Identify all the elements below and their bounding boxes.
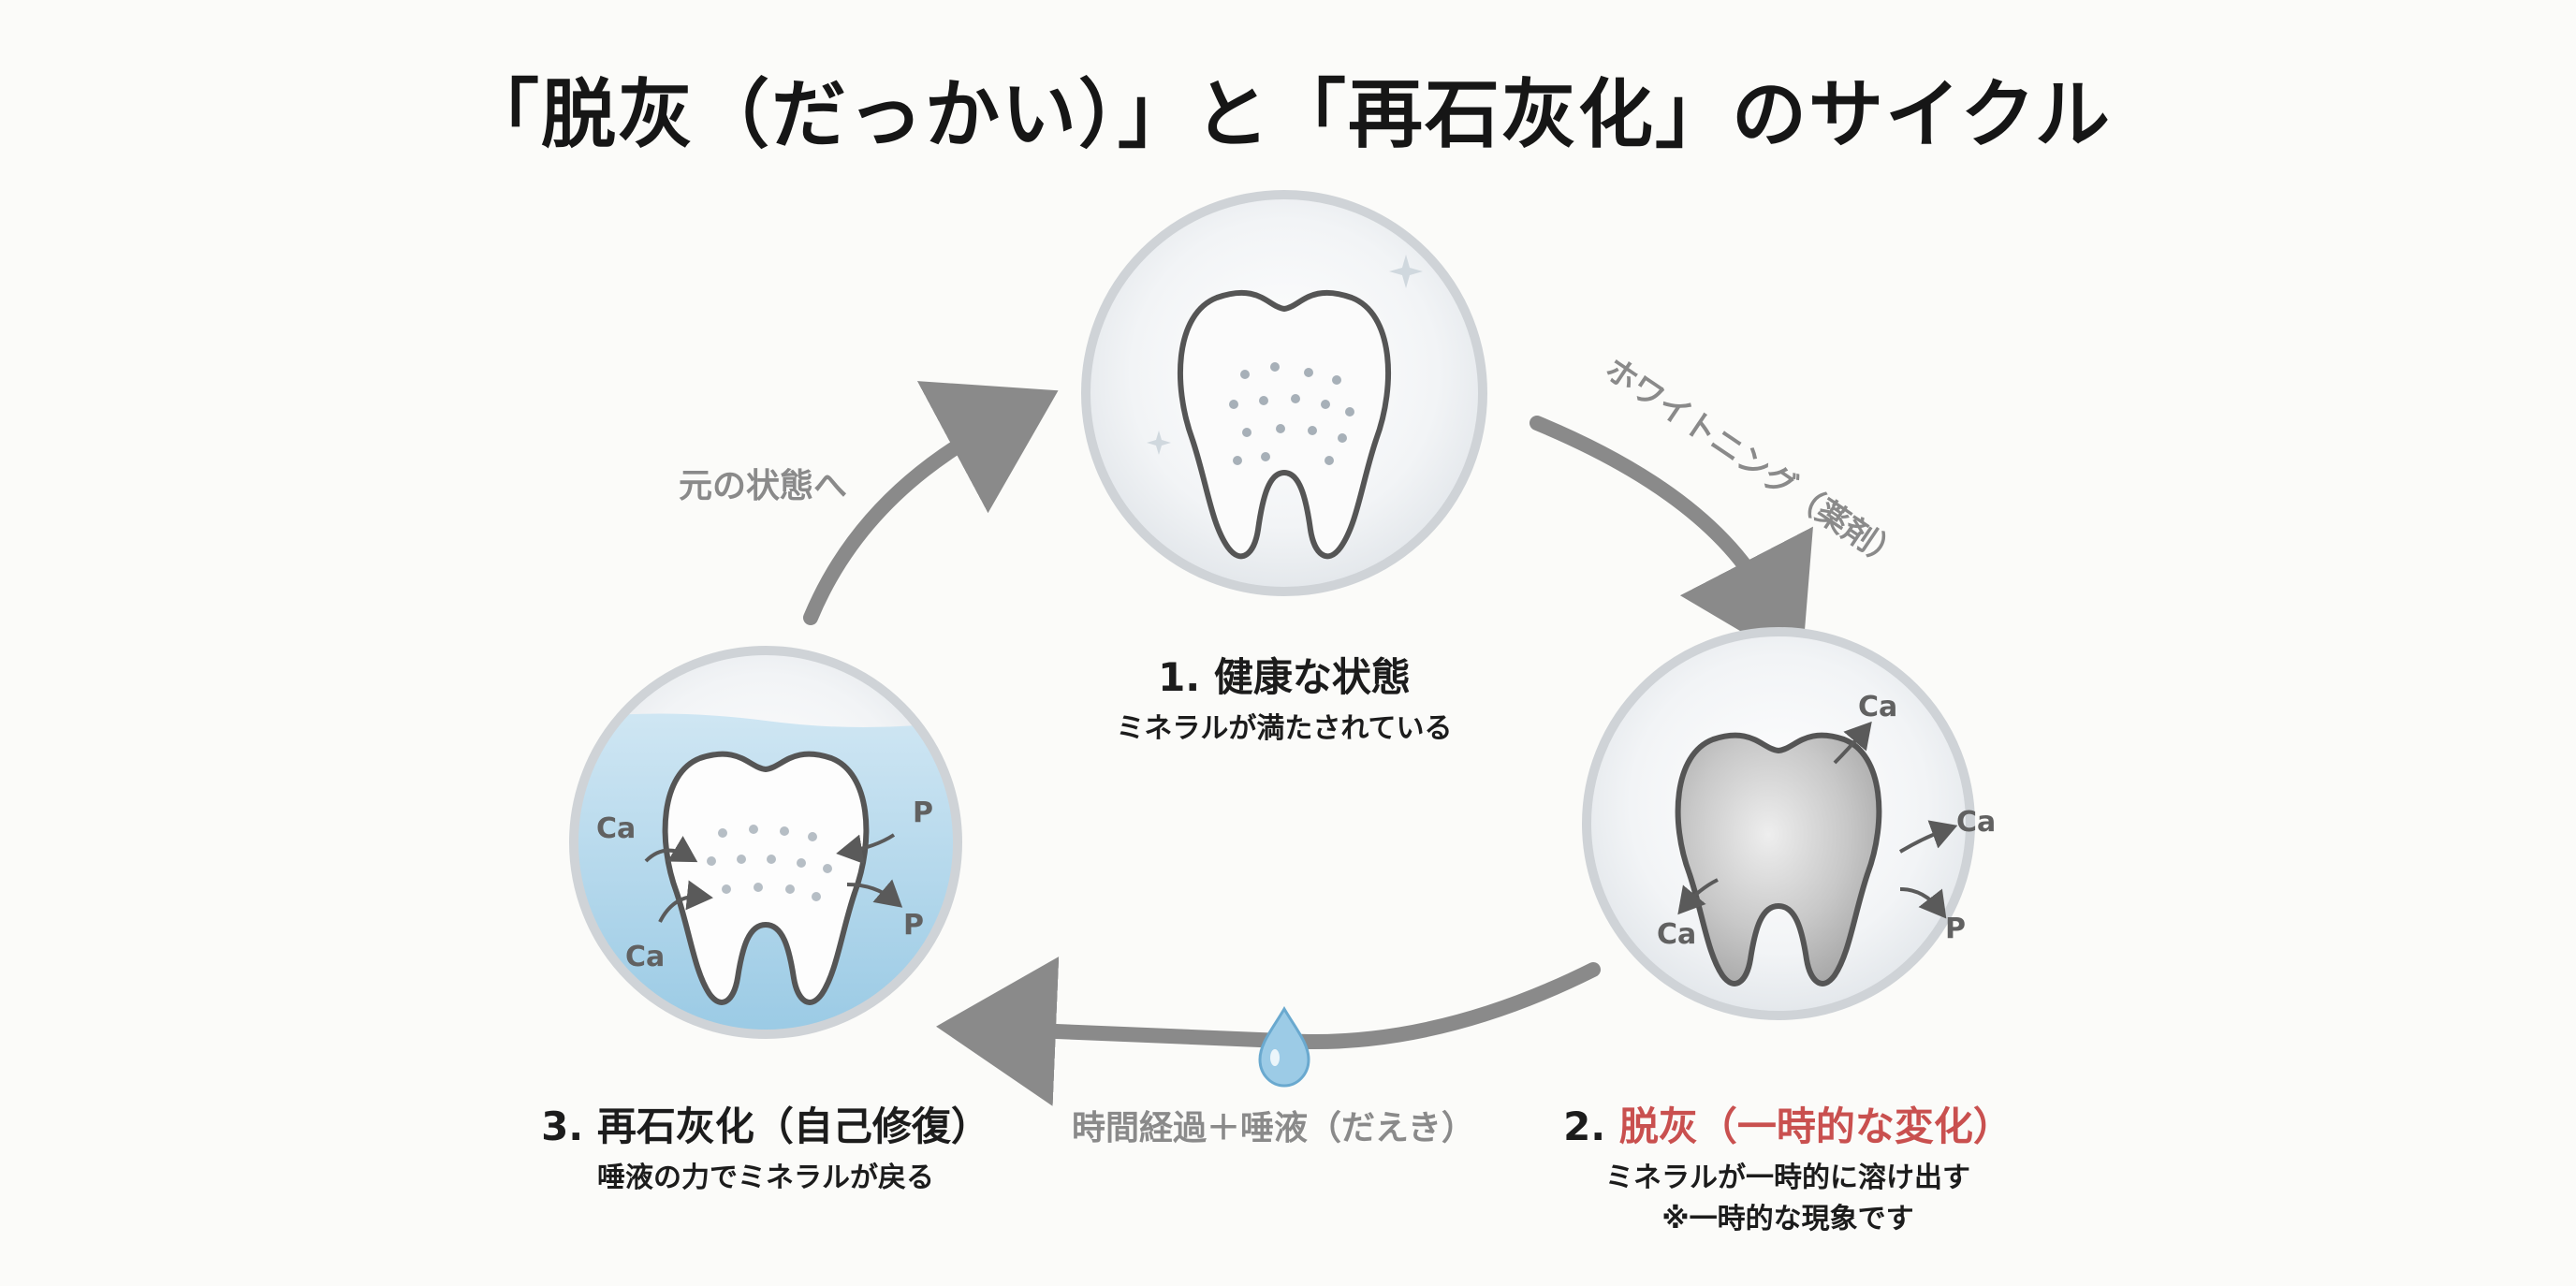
stage-2-desc: ミネラルが一時的に溶け出す — [1605, 1162, 1970, 1194]
page-title: 「脱灰（だっかい）」と「再石灰化」のサイクル — [464, 71, 2112, 158]
stage-3-title: 3. 再石灰化（自己修復） — [541, 1103, 990, 1149]
sparkle-icon — [1147, 431, 1171, 455]
stage-demineralization-illustration: Ca Ca P Ca — [1582, 627, 1996, 1020]
flow-label-time-saliva: 時間経過＋唾液（だえき） — [1072, 1109, 1475, 1147]
remineralized-tooth-icon — [662, 751, 870, 1005]
stage-2-label: 2. 脱灰（一時的な変化） ミネラルが一時的に溶け出す ※一時的な現象です — [1516, 1095, 2059, 1240]
ion-in-arrow — [658, 880, 713, 923]
saliva-drop-icon — [1258, 1006, 1310, 1088]
stage-1-label: 1. 健康な状態 ミネラルが満たされている — [1050, 646, 1518, 750]
arrow-whitening — [1530, 416, 1813, 668]
ion-ca-label: Ca — [1956, 806, 1996, 839]
ion-out-arrow — [1833, 721, 1872, 765]
stage-1-title: 1. 健康な状態 — [1158, 654, 1411, 700]
ion-out-arrow — [1898, 820, 1958, 854]
flow-label-whitening: ホワイトニング（薬剤） — [1598, 350, 1909, 577]
ion-ca-label: Ca — [625, 941, 665, 973]
ion-out-arrow — [1899, 887, 1947, 919]
ion-p-label: P — [903, 909, 924, 942]
ion-ca-label: Ca — [596, 812, 636, 845]
stage-remineralization-illustration: Ca Ca P P — [569, 646, 962, 1039]
ion-ca-label: Ca — [1858, 691, 1897, 723]
stage-2-note: ※一時的な現象です — [1661, 1203, 1914, 1235]
arrow-remineralize — [936, 957, 1601, 1106]
sparkle-icon — [1389, 255, 1423, 288]
stage-2-title: 2. 脱灰（一時的な変化） — [1563, 1103, 2012, 1149]
ion-ca-label: Ca — [1657, 918, 1696, 951]
arrow-restore — [803, 381, 1059, 625]
stage-1-desc: ミネラルが満たされている — [1116, 712, 1453, 745]
ion-out-arrow — [1677, 878, 1719, 915]
stage-healthy-illustration — [1081, 190, 1487, 596]
stage-3-label: 3. 再石灰化（自己修復） 唾液の力でミネラルが戻る — [485, 1095, 1046, 1199]
stage-3-desc: 唾液の力でミネラルが戻る — [597, 1162, 934, 1194]
ion-in-arrow — [644, 836, 698, 863]
ion-p-label: P — [1945, 913, 1966, 945]
ion-in-arrow — [836, 833, 896, 865]
flow-label-restore: 元の状態へ — [679, 467, 848, 505]
ion-in-arrow — [846, 879, 903, 908]
ion-p-label: P — [913, 796, 933, 829]
healthy-tooth-icon — [1178, 289, 1391, 560]
